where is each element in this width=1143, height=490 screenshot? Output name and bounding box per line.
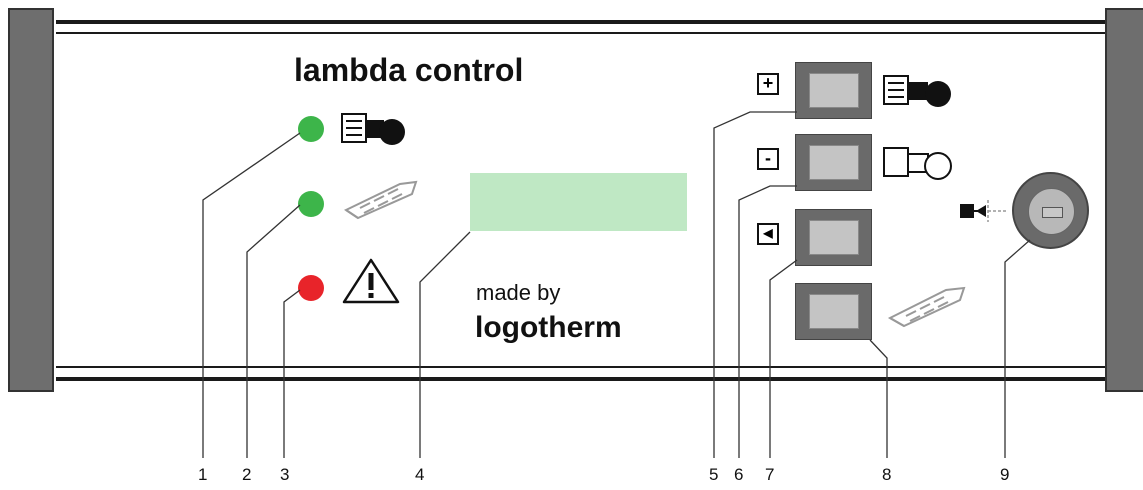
left-endcap — [8, 8, 54, 392]
callout-3: 3 — [280, 465, 290, 484]
burner-on-icon — [883, 75, 951, 107]
leader-line-8 — [869, 339, 888, 458]
led-burner-status — [298, 116, 324, 142]
callout-2: 2 — [242, 465, 252, 484]
leader-line-1 — [202, 132, 301, 458]
fuel-feed-icon — [887, 286, 966, 328]
bottom-rail — [56, 377, 1105, 381]
plus-symbol: + — [757, 73, 779, 95]
made-by-label: made by — [476, 280, 561, 305]
led-fuel-feed — [298, 191, 324, 217]
burner-on-icon — [341, 113, 405, 145]
leader-line-3 — [283, 289, 301, 458]
callout-7: 7 — [765, 465, 775, 484]
callout-8: 8 — [882, 465, 892, 484]
plus-key[interactable] — [795, 62, 872, 119]
key-switch[interactable] — [1012, 172, 1089, 249]
top-rail — [56, 20, 1105, 24]
enter-symbol: ◀ — [757, 223, 779, 245]
lock-switch-icon — [960, 200, 1006, 222]
leader-line-9 — [1004, 239, 1031, 458]
leader-line-4 — [419, 231, 471, 458]
enter-key[interactable] — [795, 209, 872, 266]
callout-1: 1 — [198, 465, 208, 484]
leader-line-2 — [246, 204, 301, 458]
callout-5: 5 — [709, 465, 719, 484]
warning-icon — [342, 258, 400, 304]
led-fault — [298, 275, 324, 301]
panel-title: lambda control — [294, 52, 524, 88]
minus-symbol: - — [757, 148, 779, 170]
callout-9: 9 — [1000, 465, 1010, 484]
leader-line-7 — [769, 259, 798, 458]
minus-key[interactable] — [795, 134, 872, 191]
callout-6: 6 — [734, 465, 744, 484]
burner-off-icon — [883, 147, 952, 180]
leader-line-6 — [738, 185, 797, 458]
fuel-feed-icon — [343, 180, 418, 220]
lcd-display — [470, 173, 687, 231]
callout-4: 4 — [415, 465, 425, 484]
fuel-feed-key[interactable] — [795, 283, 872, 340]
right-endcap — [1105, 8, 1143, 392]
leader-line-5 — [713, 111, 797, 458]
bottom-rail-inner — [56, 366, 1105, 368]
top-rail-inner — [56, 32, 1105, 34]
brand-name: logotherm — [475, 311, 622, 344]
